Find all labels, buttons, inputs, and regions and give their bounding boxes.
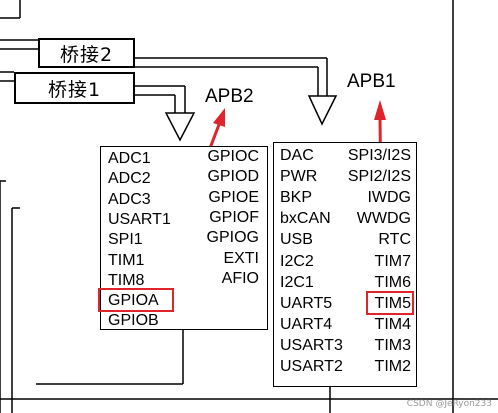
apb1-left-item: USART2 [280, 358, 343, 375]
apb2-left-item: ADC3 [108, 190, 151, 208]
apb1-left-item: PWR [280, 168, 318, 186]
apb2-left-item: ADC2 [108, 170, 151, 188]
apb1-right-item: SPI3/I2S [347, 147, 411, 164]
apb1-right-item: RTC [378, 231, 411, 249]
apb2-left-item: SPI1 [108, 231, 143, 249]
bridge-1-label: 桥接1 [47, 78, 102, 101]
apb1-left-item: I2C1 [280, 273, 314, 291]
apb1-left-item: USART3 [280, 336, 343, 354]
apb2-right-item: GPIOC [207, 148, 259, 165]
apb2-right-item: EXTI [223, 249, 259, 267]
apb2-right-item: GPIOE [208, 188, 259, 206]
apb1-left-item: DAC [280, 147, 314, 164]
apb1-right-item: SPI2/I2S [347, 168, 411, 186]
apb2-right-item: GPIOF [209, 208, 259, 226]
apb1-left-item: bxCAN [280, 210, 331, 228]
apb1-right-item: TIM5 [374, 294, 411, 312]
apb2-left-item: TIM8 [108, 271, 145, 289]
apb2-left-item: GPIOA [108, 292, 159, 310]
bridge-2-box: 桥接2 [38, 38, 135, 68]
apb1-left-item: BKP [280, 189, 313, 207]
tim5-highlight [366, 291, 414, 315]
watermark: CSDN @JeRyon233 [406, 399, 492, 409]
apb1-left-item: USB [280, 231, 313, 249]
apb2-peripheral-panel [100, 146, 268, 330]
apb2-right-item: GPIOD [207, 168, 259, 186]
apb2-right-item: AFIO [221, 269, 259, 287]
apb1-right-item: TIM2 [374, 358, 411, 375]
apb1-right-item: WWDG [356, 210, 411, 228]
bridge-1-box: 桥接1 [14, 72, 135, 104]
apb2-right-item: GPIOG [206, 229, 259, 247]
apb1-right-item: TIM6 [374, 273, 411, 291]
bridge-2-label: 桥接2 [59, 43, 114, 66]
apb2-left-item: USART1 [108, 210, 171, 228]
apb1-right-item: TIM3 [374, 336, 411, 354]
apb1-left-item: UART5 [280, 294, 333, 312]
apb2-left-item: TIM1 [108, 251, 145, 269]
gpioa-highlight [98, 288, 174, 312]
apb2-left-item: GPIOB [108, 312, 159, 330]
apb1-right-item: TIM4 [374, 315, 411, 333]
apb1-label: APB1 [347, 71, 396, 92]
apb1-right-item: TIM7 [374, 252, 411, 270]
apb2-label: APB2 [205, 86, 254, 107]
apb1-left-item: UART4 [280, 315, 333, 333]
apb1-left-item: I2C2 [280, 252, 314, 270]
apb2-left-item: ADC1 [108, 150, 151, 167]
apb1-right-item: IWDG [367, 189, 411, 207]
apb1-peripheral-panel [273, 142, 417, 387]
